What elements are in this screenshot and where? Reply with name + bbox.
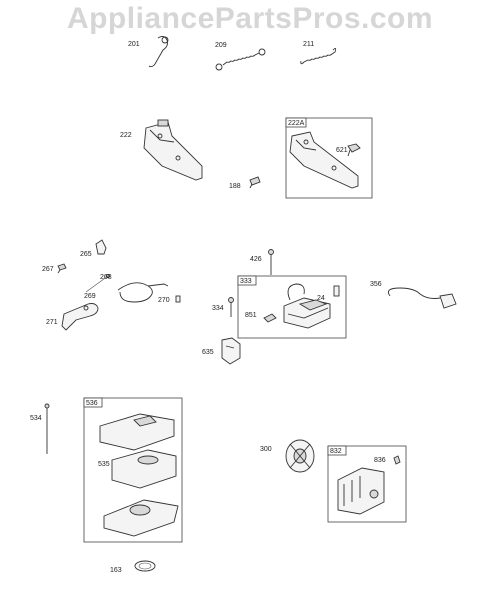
part-269-cable[interactable] bbox=[117, 282, 169, 303]
label-356: 356 bbox=[370, 281, 382, 288]
part-265-clip[interactable] bbox=[95, 239, 107, 255]
part-635-boot[interactable] bbox=[221, 337, 241, 365]
label-269: 269 bbox=[84, 293, 96, 300]
label-24: 24 bbox=[317, 295, 325, 302]
part-267-screw[interactable] bbox=[57, 263, 67, 274]
label-621: 621 bbox=[336, 147, 348, 154]
label-334: 334 bbox=[212, 305, 224, 312]
label-635: 635 bbox=[202, 349, 214, 356]
label-201: 201 bbox=[128, 41, 140, 48]
label-333: 333 bbox=[240, 278, 252, 285]
kit-832-muffler[interactable]: 832 836 bbox=[327, 445, 407, 523]
part-222-bracket[interactable] bbox=[143, 119, 203, 181]
kit-333-armature[interactable]: 333 24 851 bbox=[237, 275, 347, 339]
part-271-lever[interactable] bbox=[61, 303, 99, 331]
part-201-link[interactable] bbox=[148, 35, 169, 68]
kit-536-air-cleaner[interactable]: 536 535 bbox=[83, 397, 183, 543]
label-271: 271 bbox=[46, 319, 58, 326]
part-334-screw[interactable] bbox=[228, 297, 234, 318]
label-163: 163 bbox=[110, 567, 122, 574]
label-265: 265 bbox=[80, 251, 92, 258]
label-300: 300 bbox=[260, 446, 272, 453]
label-270: 270 bbox=[158, 297, 170, 304]
label-832: 832 bbox=[330, 448, 342, 455]
label-534: 534 bbox=[30, 415, 42, 422]
part-356-wire[interactable] bbox=[387, 287, 457, 309]
label-268: 268 bbox=[100, 274, 112, 281]
part-209-spring[interactable] bbox=[215, 48, 266, 71]
label-267: 267 bbox=[42, 266, 54, 273]
label-836: 836 bbox=[374, 457, 386, 464]
label-851: 851 bbox=[245, 312, 257, 319]
part-268-spring[interactable] bbox=[85, 274, 110, 293]
label-222a: 222A bbox=[288, 120, 305, 127]
part-270-clip[interactable] bbox=[175, 295, 181, 303]
part-426-screw[interactable] bbox=[268, 249, 274, 276]
label-536: 536 bbox=[86, 400, 98, 407]
label-535: 535 bbox=[98, 461, 110, 468]
kit-222a[interactable]: 222A 621 bbox=[285, 117, 373, 199]
part-163-gasket[interactable] bbox=[134, 560, 156, 572]
label-211: 211 bbox=[303, 41, 314, 48]
part-300-flywheel[interactable] bbox=[285, 439, 315, 473]
label-222: 222 bbox=[120, 132, 132, 139]
watermark-logo: AppliancePartsPros.com bbox=[66, 2, 434, 35]
label-426: 426 bbox=[250, 256, 262, 263]
label-209: 209 bbox=[215, 42, 227, 49]
label-188: 188 bbox=[229, 183, 241, 190]
part-188-screw[interactable] bbox=[249, 176, 261, 189]
part-534-screw[interactable] bbox=[44, 403, 50, 454]
part-211-spring[interactable] bbox=[300, 47, 337, 65]
